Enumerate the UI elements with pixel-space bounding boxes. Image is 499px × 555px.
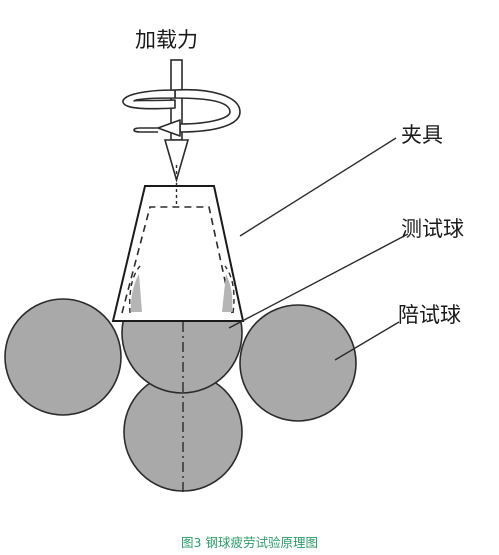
test-ball-contact-shade-left	[130, 274, 142, 312]
test-ball-hidden-edge-right	[224, 265, 235, 314]
fixture-leader-line	[239, 137, 397, 237]
test-ball-hidden-edge-left	[129, 265, 141, 314]
fixture-label: 夹具	[401, 123, 443, 147]
load-force-label: 加载力	[135, 28, 198, 52]
fixture-inner-outline	[121, 206, 233, 314]
test-ball-label: 测试球	[401, 217, 464, 241]
support-ball-left	[4, 298, 122, 416]
test-ball-leader-line	[228, 233, 409, 329]
load-arrow-icon	[163, 139, 190, 183]
rotation-arrow-icon	[122, 88, 241, 137]
test-ball	[121, 320, 243, 394]
figure-caption: 图3 钢球疲劳试验原理图	[181, 535, 318, 550]
support-ball-right	[239, 304, 357, 422]
support-ball-label: 陪试球	[398, 303, 461, 327]
support-ball-leader-line	[334, 321, 400, 361]
test-ball-contact-shade-right	[222, 274, 233, 312]
